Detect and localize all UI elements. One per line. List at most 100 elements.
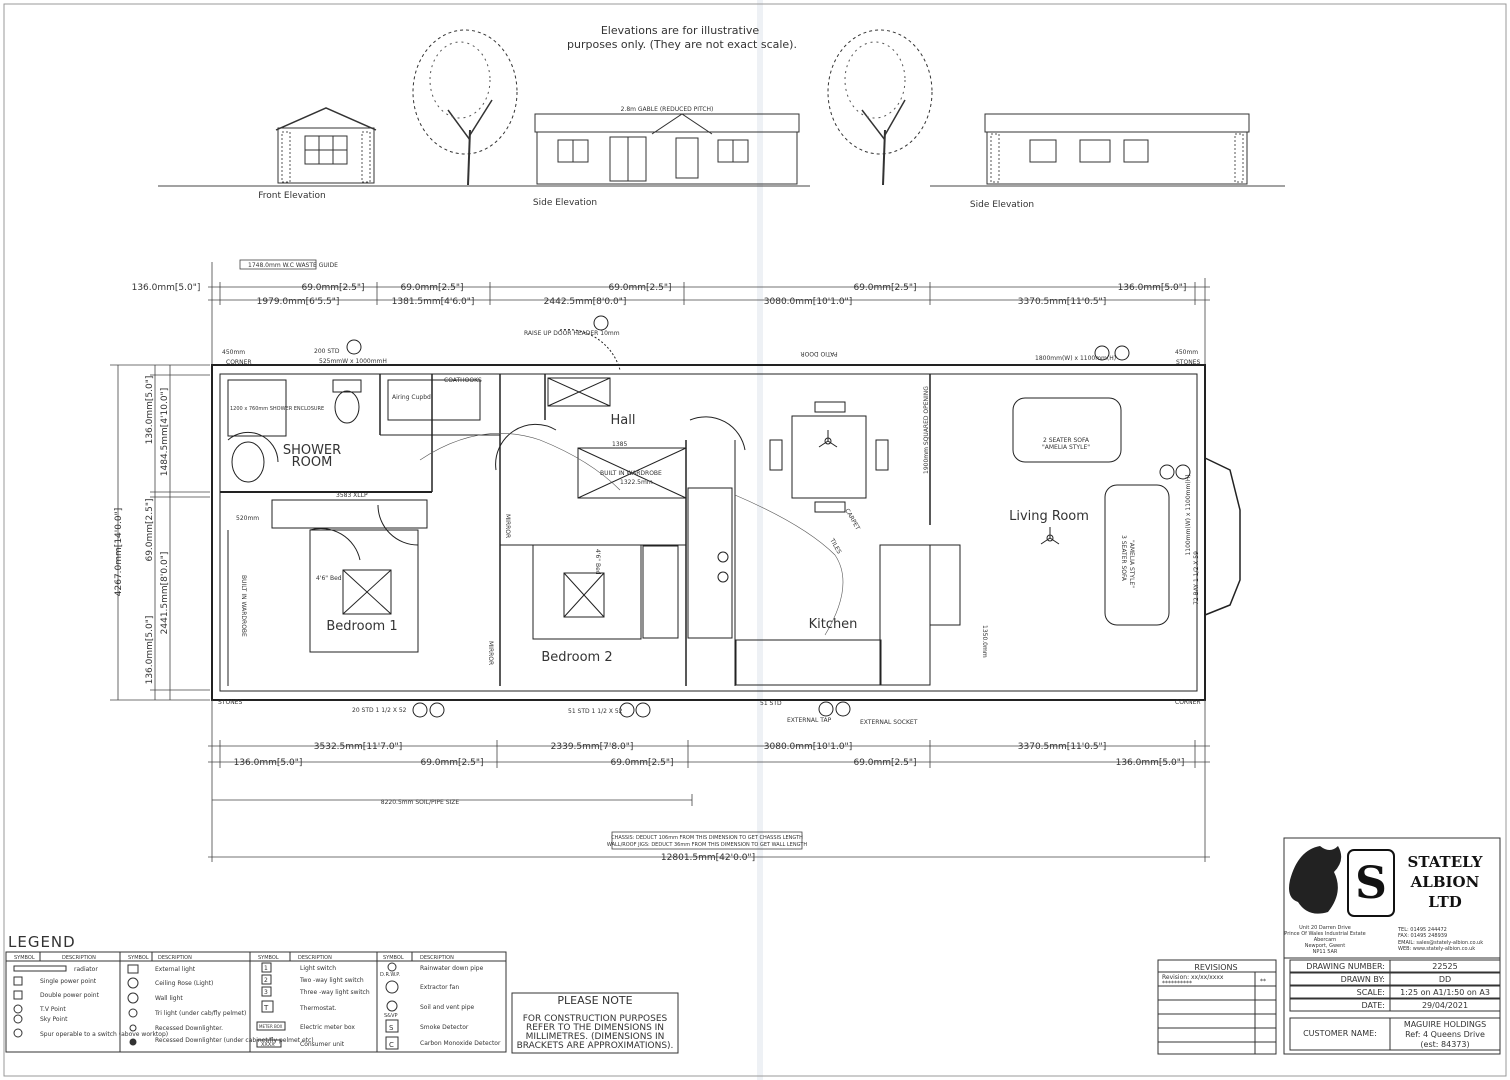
label-window-living: 1800mm(W) x 1100mm(H) [1035, 355, 1116, 362]
company-name-line2: ALBION [1410, 873, 1480, 891]
tree-illustration-left [412, 29, 518, 186]
label-coathooks: COATHOOKS [444, 377, 482, 384]
label-external-socket: EXTERNAL SOCKET [860, 719, 918, 726]
ceiling-rose-symbols [818, 430, 1060, 545]
dim-bottom-2: 69.0mm[2.5"] [420, 758, 483, 768]
recessed-downlighter-under-icon [129, 1038, 137, 1046]
label-wardrobe: BUILT IN WARDROBE [600, 470, 662, 477]
gable-note: 2.8m GABLE (REDUCED PITCH) [621, 106, 714, 113]
label-dim-450-right: 450mm [1175, 349, 1198, 356]
label-sofa3: 3 SEATER SOFA [1120, 535, 1127, 582]
label-bay: 72 BAY 1 1/2 X 59 [1193, 551, 1200, 605]
legend: LEGEND SYMBOL DESCRIPTION SYMBOL DESCRIP… [5, 933, 507, 1053]
light-switch-icon [261, 962, 272, 973]
legend-c2-2: Ceiling Rose (Light) [155, 980, 213, 987]
label-sofa2-style: "AMELIA STYLE" [1042, 444, 1090, 451]
elevation-note-line2: purposes only. (They are not exact scale… [567, 38, 797, 51]
customer-name-value-1: MAGUIRE HOLDINGS [1404, 1020, 1486, 1029]
floor-plan [211, 329, 1241, 701]
revisions-title: REVISIONS [1194, 963, 1237, 972]
address-line-2: Prince Of Wales Industrial Estate [1284, 931, 1365, 937]
please-note-line-2: REFER TO THE DIMENSIONS IN [526, 1023, 664, 1033]
tri-light-icon [128, 1008, 138, 1018]
spur-icon [13, 1028, 23, 1038]
contact-email: EMAIL: sales@stately-albion.co.uk [1398, 940, 1483, 946]
label-corner-tl: CORNER [226, 359, 252, 366]
dim-left-2: 1484.5mm[4'10.0"] [160, 388, 170, 476]
svg-text:S: S [1355, 858, 1387, 909]
thermostat-icon [261, 1000, 274, 1013]
detector-symbols [346, 315, 1191, 718]
label-window-bay: 1100mm(W) x 1100mm(H) [1185, 474, 1192, 555]
dim-left-3: 69.0mm[2.5"] [145, 498, 155, 561]
dim-waste-guide: 1748.0mm W.C WASTE GUIDE [248, 262, 338, 269]
top-dimensions [208, 259, 1210, 370]
label-dim-1900: 1900mm SQUARED OPENING [923, 386, 930, 474]
scale-label: SCALE: [1357, 988, 1385, 997]
elevation-note-line1: Elevations are for illustrative [601, 24, 760, 37]
dim-bottom-span-1: 3532.5mm[11'7.0"] [314, 742, 402, 752]
legend-c1-3: Double power point [40, 992, 100, 999]
title-block: S STATELY ALBION LTD Unit 20 Darren Driv… [1283, 837, 1501, 1055]
label-dim-450-top: 450mm [222, 349, 245, 356]
legend-c4-2: Extractor fan [420, 984, 459, 991]
contact-tel: TEL: 01495 244472 [1397, 927, 1447, 933]
legend-c1-2: Single power point [40, 978, 97, 985]
date-value: 29/04/2021 [1422, 1001, 1468, 1010]
drawn-by-value: DD [1439, 975, 1451, 984]
label-stones-tr: STONES [1176, 359, 1200, 366]
side-elevation-1: 2.8m GABLE (REDUCED PITCH) [534, 106, 800, 185]
single-power-point-icon [13, 976, 23, 986]
legend-header-symbol-2: SYMBOL [128, 955, 149, 961]
legend-c1-6: Spur operable to a switch (above worktop… [40, 1031, 168, 1038]
label-wc: 200 STD [314, 348, 340, 355]
label-std51b: 51 STD [760, 700, 782, 707]
legend-c4-1: Rainwater down pipe [420, 965, 484, 972]
label-mirror-1: MIRROR [504, 514, 511, 538]
legend-c3-sym-3: 3 [264, 989, 268, 996]
contact-fax: FAX: 01495 248939 [1398, 933, 1447, 939]
revision-stars: ********** [1162, 980, 1192, 987]
legend-c3-5: Electric meter box [300, 1024, 355, 1031]
legend-c3-sym-2: 2 [264, 977, 268, 984]
legend-header-symbol-1: SYMBOL [14, 955, 35, 961]
legend-c4-sym-4: S [389, 1024, 394, 1032]
label-std51: 51 STD 1 1/2 X 52 [568, 708, 623, 715]
legend-c2-1: External light [155, 966, 196, 973]
dim-bottom-span-2: 2339.5mm[7'8.0"] [551, 742, 634, 752]
rainwater-pipe-icon [387, 962, 397, 972]
legend-c2-4: Tri light (under cab/fly pelmet) [154, 1010, 246, 1017]
label-dim-1350: 1350.0mm [981, 625, 988, 658]
label-airing: Airing Cupbd. [392, 394, 433, 401]
dim-left-4: 2441.5mm[8'0.0"] [160, 552, 170, 635]
legend-c4-sym-1: D.R.W.P. [380, 972, 401, 978]
legend-header-desc-2: DESCRIPTION [158, 955, 192, 961]
legend-c4-5: Carbon Monoxide Detector [420, 1040, 501, 1047]
label-bed1: 4'6" Bed [316, 575, 342, 582]
dim-top-span-4: 3080.0mm[10'1.0"] [764, 297, 852, 307]
address-line-1: Unit 20 Darren Drive [1299, 925, 1351, 931]
meter-box-icon [256, 1021, 286, 1031]
label-dim-520: 520mm [236, 515, 259, 522]
please-note-line-3: MILLIMETRES. (DIMENSIONS IN [526, 1032, 665, 1042]
legend-c3-sym-4: T [263, 1004, 269, 1012]
legend-header-symbol-3: SYMBOL [258, 955, 279, 961]
dim-bottom-1: 136.0mm[5.0"] [234, 758, 303, 768]
dim-bottom-5: 136.0mm[5.0"] [1116, 758, 1185, 768]
chassis-note-1: CHASSIS: DEDUCT 106mm FROM THIS DIMENSIO… [611, 835, 803, 841]
legend-c3-1: Light switch [300, 965, 336, 972]
please-note-title: PLEASE NOTE [557, 994, 632, 1007]
label-dim-1385: 1385 [612, 441, 627, 448]
label-std20: 20 STD 1 1/2 X 52 [352, 707, 407, 714]
legend-c3-6: Consumer unit [300, 1041, 345, 1048]
legend-header-desc-3: DESCRIPTION [298, 955, 332, 961]
scale-value: 1:25 on A1/1:50 on A3 [1400, 988, 1490, 997]
revision-col2: ** [1260, 978, 1266, 985]
label-corner-br: CORNER [1175, 699, 1201, 706]
customer-name-value-3: (est: 84373) [1420, 1040, 1469, 1049]
revision-line: Revision: xx/xx/xxxx [1162, 974, 1224, 981]
label-wc2: 525mmW x 1000mmH [319, 358, 387, 365]
legend-c3-sym-5: METER BOX [259, 1024, 283, 1029]
dim-top-1: 136.0mm[5.0"] [132, 283, 201, 293]
